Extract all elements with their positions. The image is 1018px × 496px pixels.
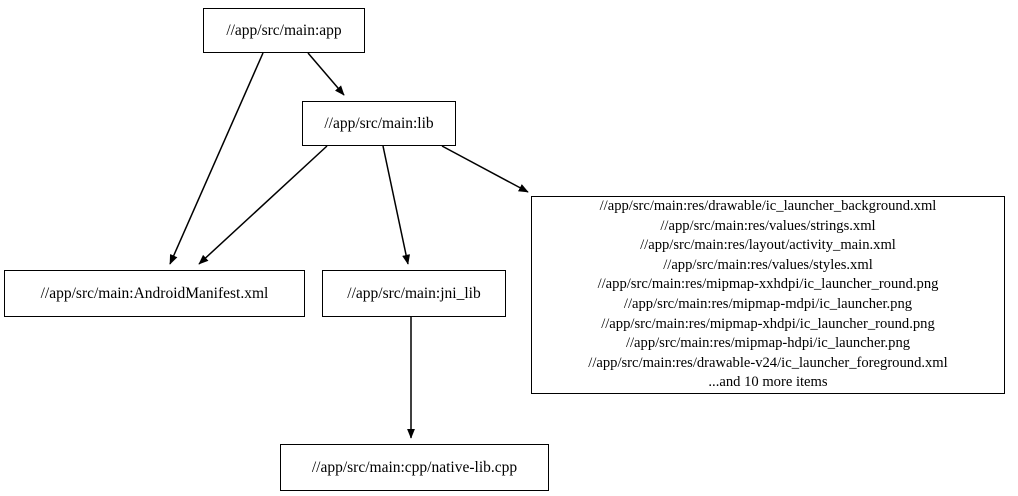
edge-lib-to-manifest [198, 145, 328, 265]
node-jni-lib[interactable]: //app/src/main:jni_lib [322, 270, 506, 317]
node-lib-label: //app/src/main:lib [324, 114, 434, 132]
node-native-lib-cpp-label: //app/src/main:cpp/native-lib.cpp [311, 458, 518, 476]
node-res-group[interactable]: //app/src/main:res/drawable/ic_launcher_… [531, 196, 1005, 394]
edge-lib-to-res [441, 145, 529, 193]
node-app-label: //app/src/main:app [226, 21, 342, 39]
node-lib[interactable]: //app/src/main:lib [302, 101, 456, 146]
edge-app-to-lib [307, 52, 345, 96]
node-android-manifest[interactable]: //app/src/main:AndroidManifest.xml [4, 270, 305, 317]
edge-lib-to-jni-lib [382, 145, 411, 265]
node-app[interactable]: //app/src/main:app [203, 8, 365, 53]
node-android-manifest-label: //app/src/main:AndroidManifest.xml [40, 284, 269, 302]
node-native-lib-cpp[interactable]: //app/src/main:cpp/native-lib.cpp [280, 444, 549, 491]
edge-app-to-manifest [169, 52, 264, 265]
node-jni-lib-label: //app/src/main:jni_lib [347, 284, 481, 302]
node-res-group-label: //app/src/main:res/drawable/ic_launcher_… [588, 198, 948, 391]
